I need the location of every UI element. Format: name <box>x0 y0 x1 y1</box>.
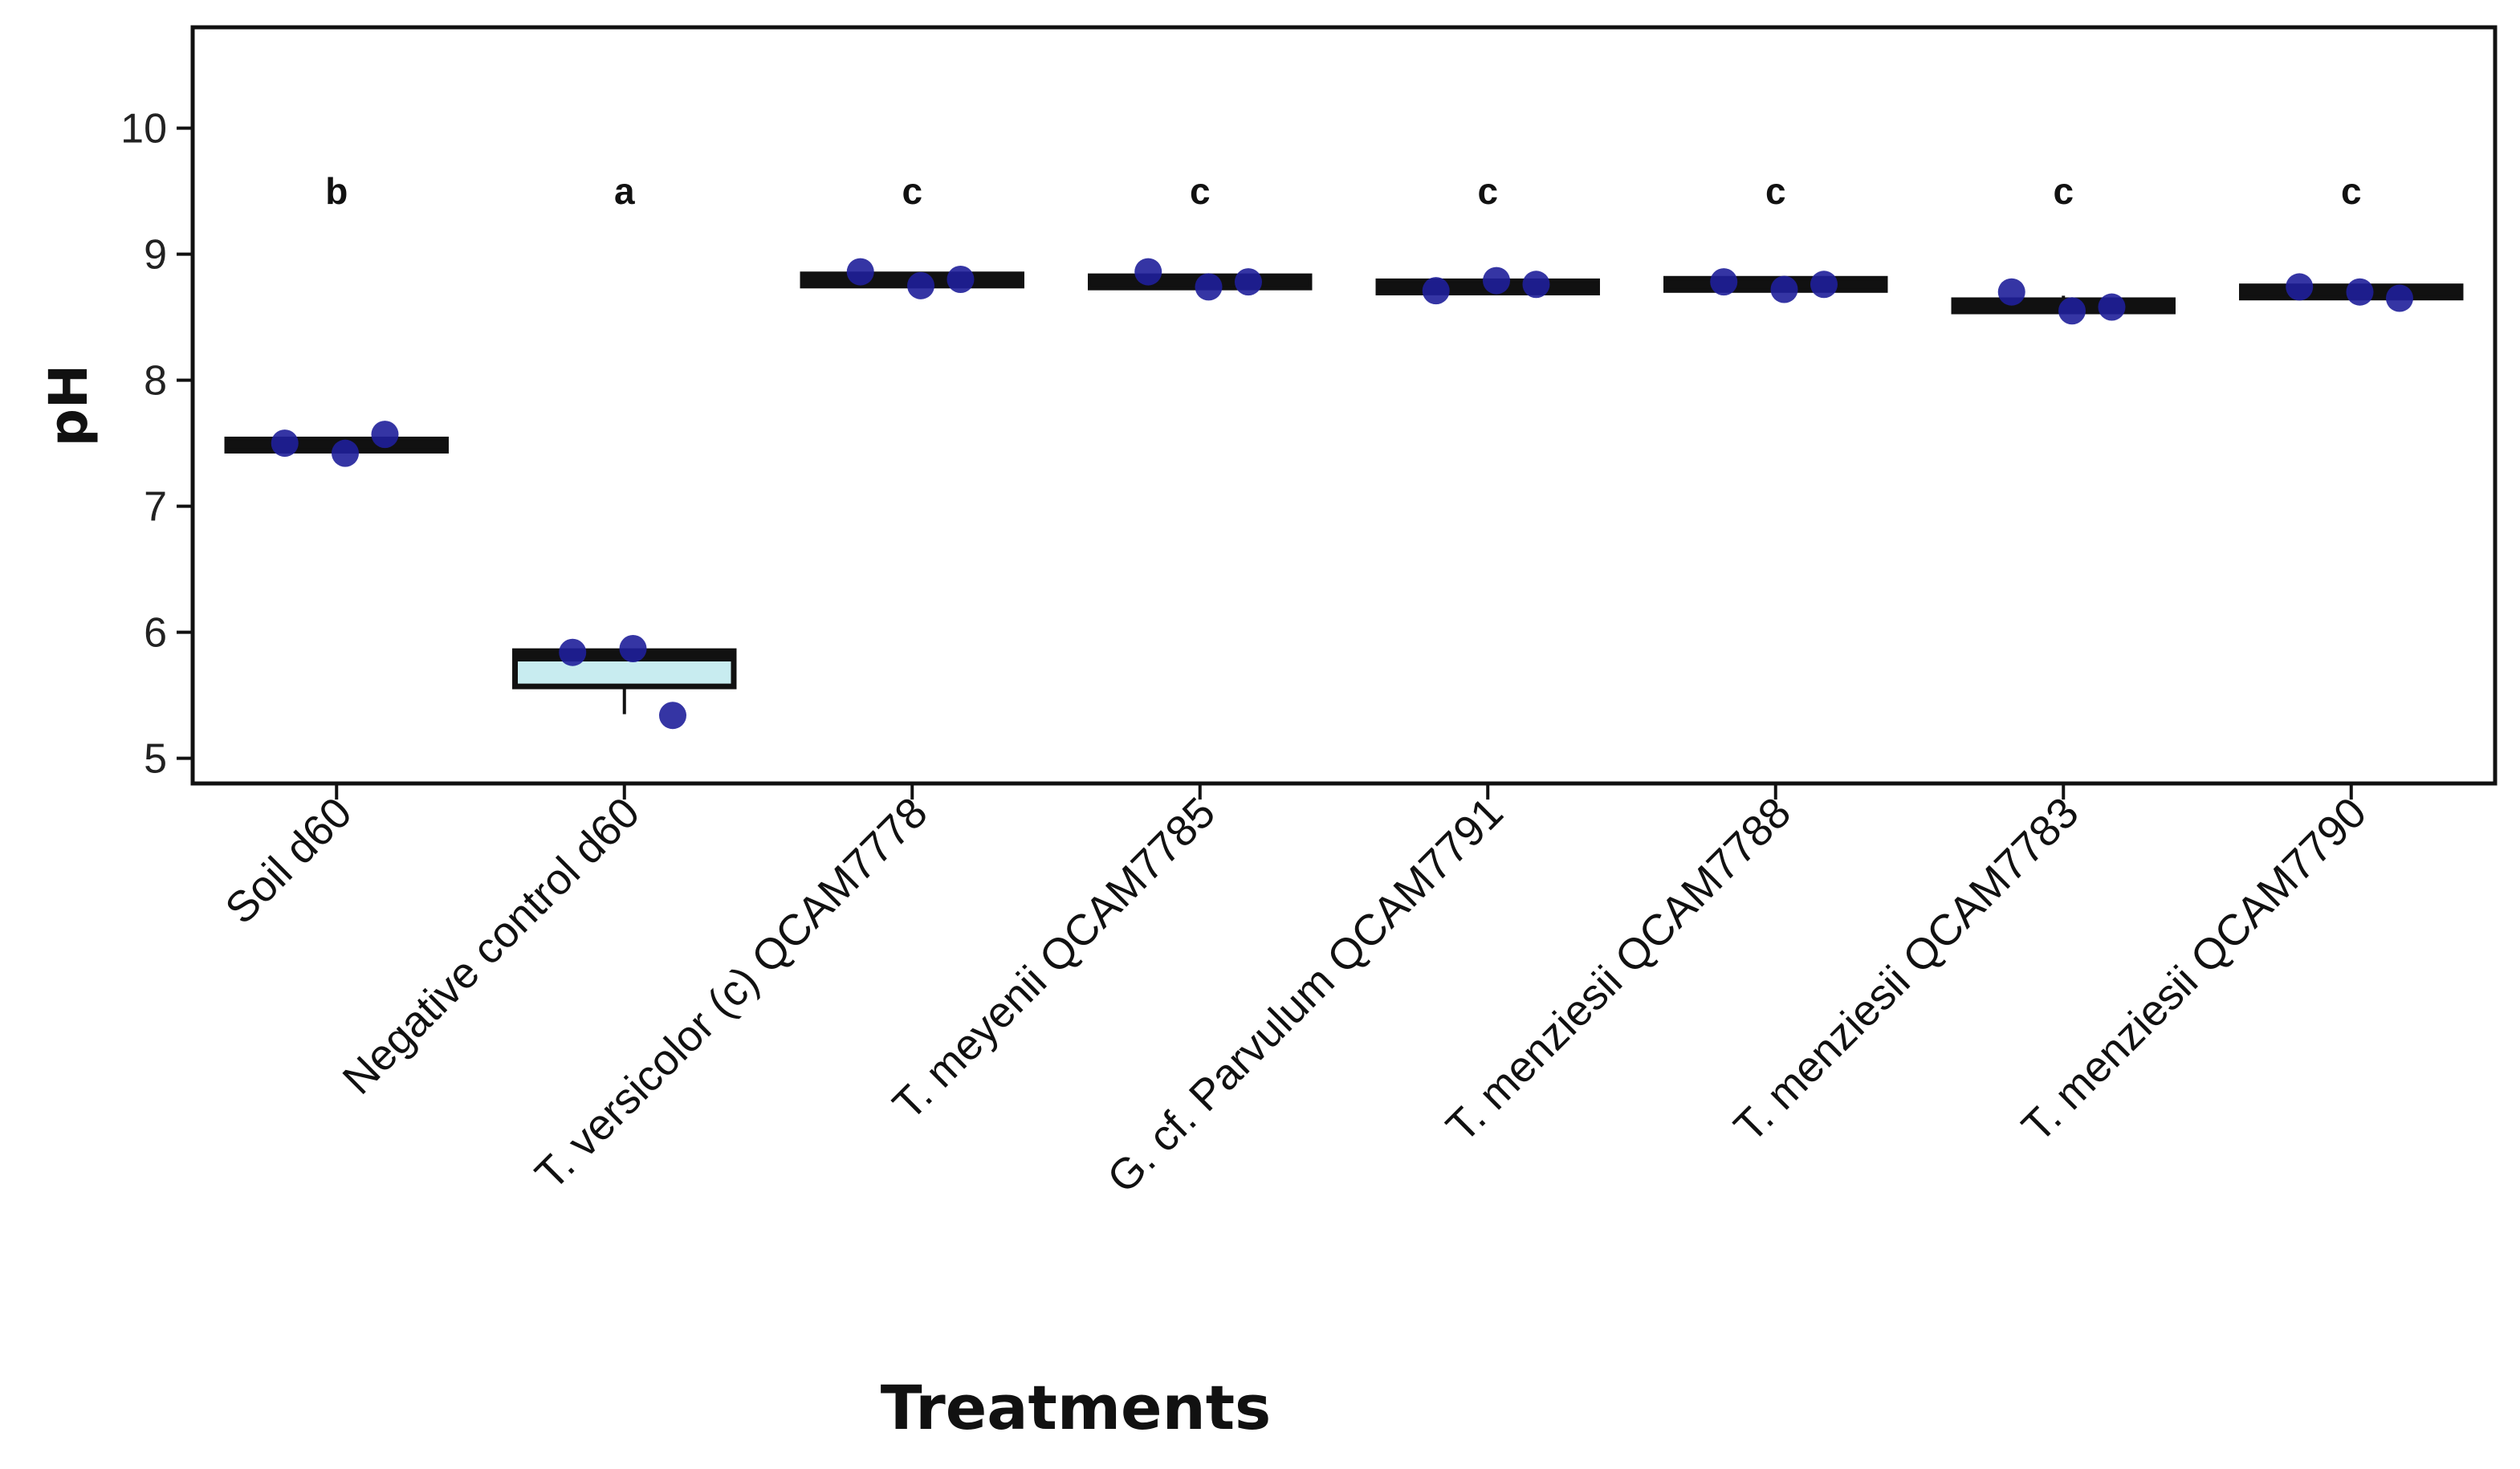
data-point <box>658 702 686 730</box>
x-tick-label: Negative control d60 <box>334 788 649 1104</box>
data-point <box>947 266 975 293</box>
data-point <box>1810 271 1838 299</box>
x-tick-label: T. meyenii QCAM7785 <box>884 788 1224 1129</box>
data-points <box>271 258 2413 730</box>
data-point <box>271 429 299 458</box>
data-point <box>2346 278 2374 306</box>
group-letter: c <box>902 170 922 212</box>
y-tick-label: 7 <box>144 484 167 531</box>
group-letter: c <box>1190 170 1211 212</box>
group-letter: a <box>614 170 635 212</box>
group-letter: c <box>2341 170 2362 212</box>
group-letter: c <box>1765 170 1786 212</box>
y-tick-label: 9 <box>144 232 167 279</box>
data-point <box>2058 297 2086 325</box>
data-point <box>1483 267 1511 295</box>
y-axis-ticks: 5 6 7 8 9 10 <box>120 106 193 783</box>
data-point <box>2286 273 2314 301</box>
group-letter: c <box>2053 170 2074 212</box>
group-letter: c <box>1477 170 1498 212</box>
x-tick-label: Soil d60 <box>216 788 360 933</box>
data-point <box>1195 273 1223 301</box>
y-tick-label: 8 <box>144 358 167 405</box>
data-point <box>332 439 360 467</box>
data-point <box>1522 271 1550 299</box>
data-point <box>2385 284 2413 312</box>
data-point <box>371 421 399 449</box>
data-point <box>1134 258 1162 286</box>
y-axis-title: pH <box>38 364 100 446</box>
data-point <box>1710 268 1738 296</box>
y-tick-label: 5 <box>144 736 167 783</box>
data-point <box>1234 268 1262 296</box>
data-point <box>1997 278 2025 306</box>
data-point <box>2098 293 2126 321</box>
data-point <box>907 271 935 299</box>
data-point <box>1770 275 1798 303</box>
data-point <box>846 258 874 286</box>
plot-panel-border <box>190 25 2498 786</box>
data-point <box>619 635 647 663</box>
group-letter: b <box>325 170 348 212</box>
data-point <box>559 638 587 666</box>
y-tick-label: 10 <box>120 106 167 153</box>
y-tick-label: 6 <box>144 610 167 657</box>
data-point <box>1422 277 1450 305</box>
x-axis-title: Treatments <box>881 1372 1272 1443</box>
